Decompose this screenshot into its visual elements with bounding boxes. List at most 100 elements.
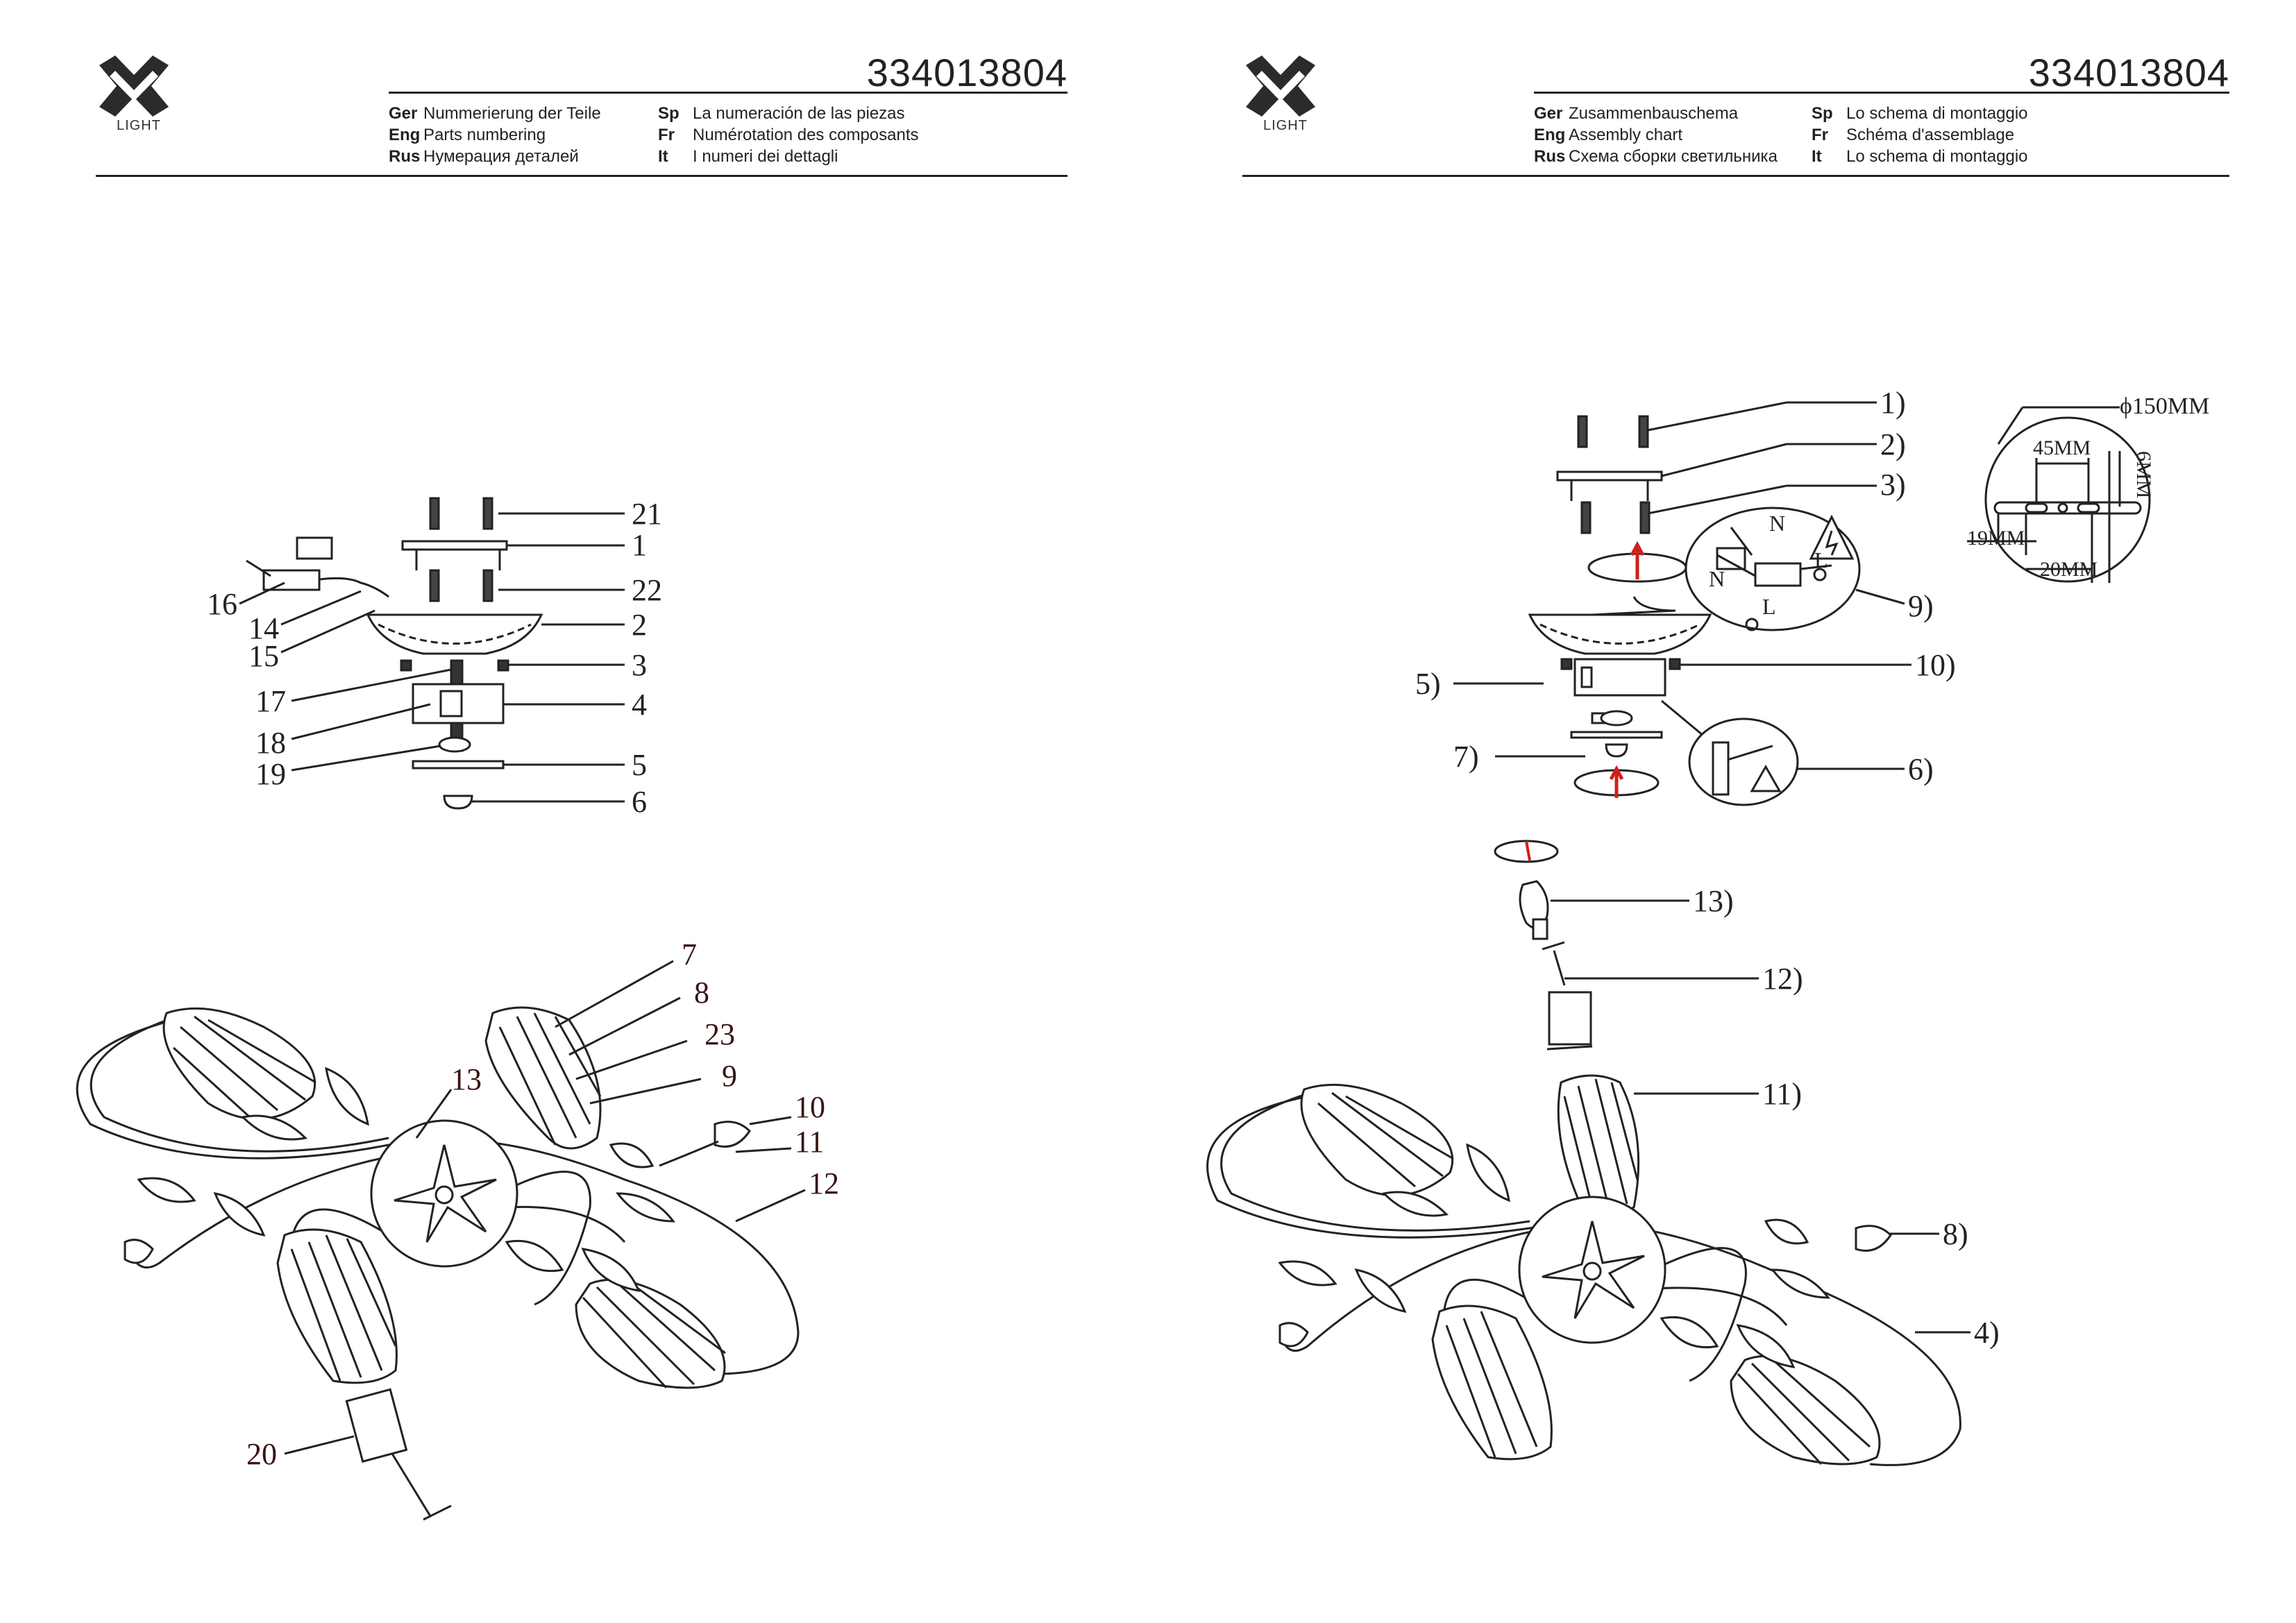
part-label: 1 (632, 528, 647, 562)
part-label: 7 (682, 937, 697, 971)
assembly-step-label: 7) (1453, 740, 1479, 774)
header-rule-bottom (1242, 175, 2229, 177)
part-label: 18 (255, 726, 286, 760)
assembly-step-label: 5) (1415, 667, 1441, 701)
dimension-6mm: 6MM (2132, 451, 2155, 498)
screw-icon (1577, 415, 1588, 448)
assembly-drawing: 1) 2) 3) 9) 10) 5) 7) 6) 13) 12) 11) 8) … (1206, 386, 2209, 1466)
part-label: 11 (795, 1125, 824, 1159)
part-label: 10 (795, 1090, 825, 1124)
screw-icon (429, 497, 493, 530)
center-rosette (370, 1119, 518, 1268)
part-label: 2 (632, 608, 647, 642)
part-label: 16 (207, 587, 237, 621)
assembly-step-label: 13) (1693, 884, 1734, 918)
part-label: 22 (632, 573, 662, 607)
header-rule-bottom (96, 175, 1067, 177)
part-label: 23 (704, 1017, 735, 1051)
wire-label-l: L (1762, 594, 1776, 619)
header-rule (389, 92, 1067, 94)
canopy (1528, 613, 1712, 655)
ground-detail-bubble (1688, 717, 1799, 806)
glass-shade (1730, 1354, 1881, 1465)
decorative-cap (443, 794, 473, 810)
part-label: 13 (451, 1062, 482, 1096)
assembly-step-label: 2) (1880, 427, 1906, 461)
bud-ornament (124, 1239, 154, 1264)
terminal-block (1754, 562, 1802, 587)
part-label: 6 (632, 785, 647, 819)
assembly-step-label: 3) (1880, 468, 1906, 502)
glass-shade (1557, 1074, 1640, 1216)
bud-ornament (1855, 1225, 1892, 1252)
part-labels: 21 1 22 2 3 4 5 6 16 14 15 17 18 19 7 8 … (207, 497, 839, 1471)
assembly-step-label: 9) (1908, 589, 1934, 623)
junction-box (1573, 658, 1666, 697)
dimension-20mm: 20MM (2040, 558, 2097, 581)
assembly-step-label: 10) (1915, 648, 1956, 682)
canopy (366, 613, 543, 655)
assembly-step-label: 4) (1974, 1316, 2000, 1350)
wire-label-l: L (1814, 547, 1828, 572)
part-label: 5 (632, 748, 647, 782)
dimension-45mm: 45MM (2033, 436, 2091, 459)
part-label: 9 (722, 1059, 737, 1093)
glass-shade (162, 1007, 316, 1121)
part-label: 4 (632, 688, 647, 722)
center-rosette (1518, 1196, 1666, 1344)
decorative-cap (1605, 743, 1628, 758)
document-number: 334013804 (2028, 51, 2229, 94)
assembly-step-label: 6) (1908, 752, 1934, 786)
wire-label-n: N (1769, 511, 1785, 536)
assembly-labels: 1) 2) 3) 9) 10) 5) 7) 6) 13) 12) 11) 8) … (1415, 386, 2209, 1350)
mounting-bracket (1556, 470, 1663, 482)
mw-light-logo (1242, 56, 1319, 117)
document-number: 334013804 (866, 51, 1067, 94)
terminal-block (296, 536, 333, 560)
mw-light-logo (96, 56, 172, 117)
wire-label-n: N (1709, 566, 1725, 591)
leaf-ornament (137, 1067, 676, 1292)
part-label: 3 (632, 648, 647, 682)
mounting-bracket (401, 540, 508, 551)
part-label: 15 (248, 639, 279, 673)
glass-shade (484, 1006, 602, 1150)
part-label: 20 (246, 1437, 277, 1471)
part-label: 8 (694, 976, 709, 1010)
glass-shade (575, 1278, 726, 1389)
part-label: 12 (809, 1166, 839, 1200)
junction-box (412, 683, 505, 724)
logo-text: LIGHT (1263, 118, 1308, 133)
leaf-ornament (1278, 1143, 1831, 1368)
part-label: 17 (255, 684, 286, 718)
flower-ornament (394, 1144, 497, 1243)
socket (1548, 991, 1592, 1046)
assembly-step-label: 12) (1762, 962, 1803, 996)
glass-shade (1300, 1083, 1454, 1197)
flower-ornament (1542, 1221, 1645, 1319)
part-label: 19 (255, 757, 286, 791)
assembly-step-label: 11) (1762, 1077, 1802, 1111)
socket (345, 1388, 408, 1463)
assembly-step-label: 8) (1943, 1217, 1968, 1251)
logo-text: LIGHT (117, 118, 161, 133)
dimension-19mm: 19MM (1967, 527, 2025, 550)
warning-icon (1750, 764, 1782, 792)
glass-shade (1431, 1305, 1553, 1461)
assembly-step-label: 1) (1880, 386, 1906, 420)
bud-ornament (1278, 1322, 1309, 1348)
